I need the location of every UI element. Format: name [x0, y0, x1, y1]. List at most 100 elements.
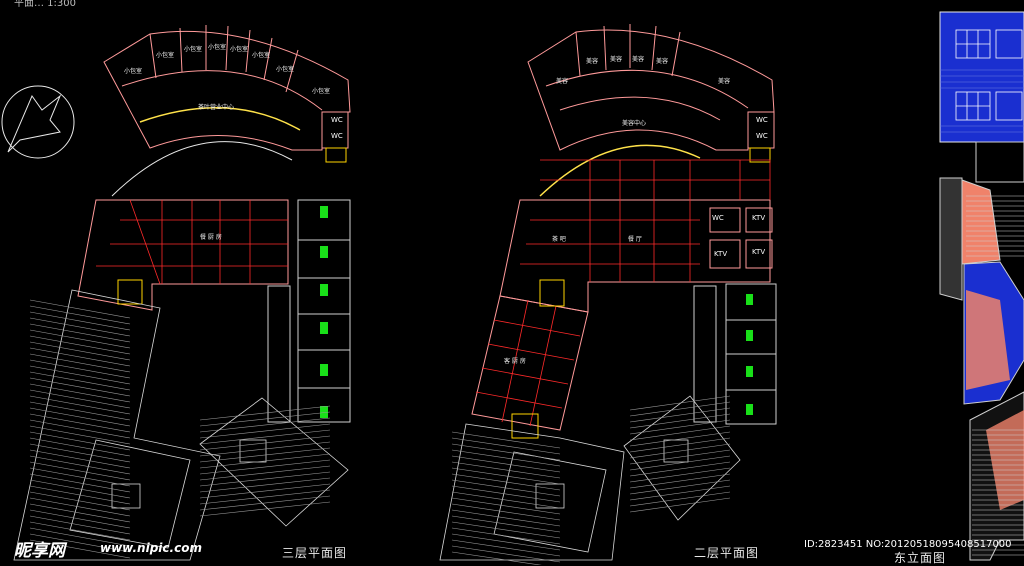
hatch-line [29, 491, 131, 511]
hatch-line [29, 521, 131, 541]
hatch-line [29, 347, 131, 367]
hatch-line [199, 483, 331, 499]
area-label: 餐 厅 [628, 236, 642, 243]
room-label: 小包室 [252, 52, 271, 59]
watermark-id: ID:2823451 NO:20120518095408517000 [804, 539, 1012, 550]
hatch-line [451, 449, 561, 467]
hatch-line [451, 521, 561, 539]
corridor-third [77, 199, 289, 311]
hatch-line [629, 467, 731, 483]
hatch-line [629, 455, 731, 471]
hatch-line [629, 431, 731, 447]
hatch-line [451, 455, 561, 473]
arc-line-third [111, 141, 293, 197]
hatch-line [629, 437, 731, 453]
hatch-line [29, 395, 131, 415]
hatch-line [451, 509, 561, 527]
hatch-line [29, 371, 131, 391]
hatch-line [29, 437, 131, 457]
hatch-line [629, 449, 731, 465]
elevation-windows-upper [955, 29, 1023, 121]
room-label: 小包室 [124, 68, 143, 75]
hatch-line [199, 417, 331, 433]
watermark-logo: 昵享网 [14, 541, 65, 561]
right-wing-second [693, 283, 777, 425]
hatch-line [451, 479, 561, 497]
hatch-line [629, 443, 731, 459]
right-wing-third [267, 199, 351, 423]
hatch-line [29, 305, 131, 325]
hatch-line [199, 429, 331, 445]
hatch-line [29, 419, 131, 439]
hatch-line [451, 485, 561, 503]
roof-hatch-second [451, 395, 731, 565]
hatch-line [29, 461, 131, 481]
hatch-line [29, 443, 131, 463]
hatch-line [629, 395, 731, 411]
hatch-line [29, 317, 131, 337]
hatch-line [451, 437, 561, 455]
hatch-line [199, 495, 331, 511]
hatch-line [199, 465, 331, 481]
hatch-line [451, 551, 542, 565]
room-label: 美容 [556, 78, 569, 85]
hatch-line [29, 497, 131, 517]
hatch-line [29, 539, 131, 559]
hatch-line [629, 497, 731, 513]
room-label: 小包室 [184, 46, 203, 53]
hatch-line [29, 413, 131, 433]
hatch-line [451, 545, 561, 563]
drawing-caption: 东立面图 [894, 551, 947, 565]
hatch-line [29, 401, 131, 421]
hatch-line [629, 407, 731, 423]
area-label: 客 厨 房 [504, 358, 526, 365]
hatch-line [29, 467, 131, 487]
room-label: 小包室 [276, 66, 295, 73]
hatch-line [199, 453, 331, 469]
watermark-url: www.nipic.com [100, 541, 202, 555]
hatch-line [451, 473, 561, 491]
hatch-line [29, 299, 131, 319]
room-label: 美容 [718, 78, 731, 85]
hatch-line [629, 473, 731, 489]
hatch-line [629, 479, 731, 495]
hatch-line [29, 341, 131, 361]
hatch-line [29, 335, 131, 355]
room-label: 小包室 [230, 46, 249, 53]
hatch-line [451, 503, 561, 521]
hatch-line [451, 491, 561, 509]
hall-label: 美容中心 [622, 120, 647, 127]
hatch-line [451, 497, 561, 515]
hatch-line [29, 353, 131, 373]
roof-third [13, 289, 349, 561]
ktv-label: KTV [752, 248, 766, 256]
hatch-line [29, 323, 131, 343]
stair-second-b [511, 413, 539, 439]
hatch-line [29, 509, 131, 529]
hatch-line [629, 425, 731, 441]
elevation-blue-hatch [940, 69, 1024, 133]
area-label: 茶 吧 [552, 236, 566, 243]
hatch-line [29, 473, 131, 493]
fan-block-third [103, 25, 351, 163]
hatch-line [29, 377, 131, 397]
hatch-line [29, 425, 131, 445]
roof-second [439, 395, 741, 561]
hatch-line [29, 383, 131, 403]
wc-label: WC [331, 116, 343, 124]
hatch-line [629, 491, 731, 507]
hatch-line [29, 329, 131, 349]
stair-second-a [539, 279, 565, 307]
north-arrow-icon [1, 85, 75, 159]
hatch-line [199, 405, 331, 421]
hatch-line [29, 515, 131, 535]
ktv-label: KTV [752, 214, 766, 222]
hatch-line [451, 527, 561, 545]
hatch-line [199, 411, 331, 427]
room-label: 美容 [586, 58, 599, 65]
hatch-line [199, 501, 331, 517]
hatch-line [29, 431, 131, 451]
fan-block-second [527, 24, 775, 163]
room-label: 小包室 [208, 44, 227, 51]
